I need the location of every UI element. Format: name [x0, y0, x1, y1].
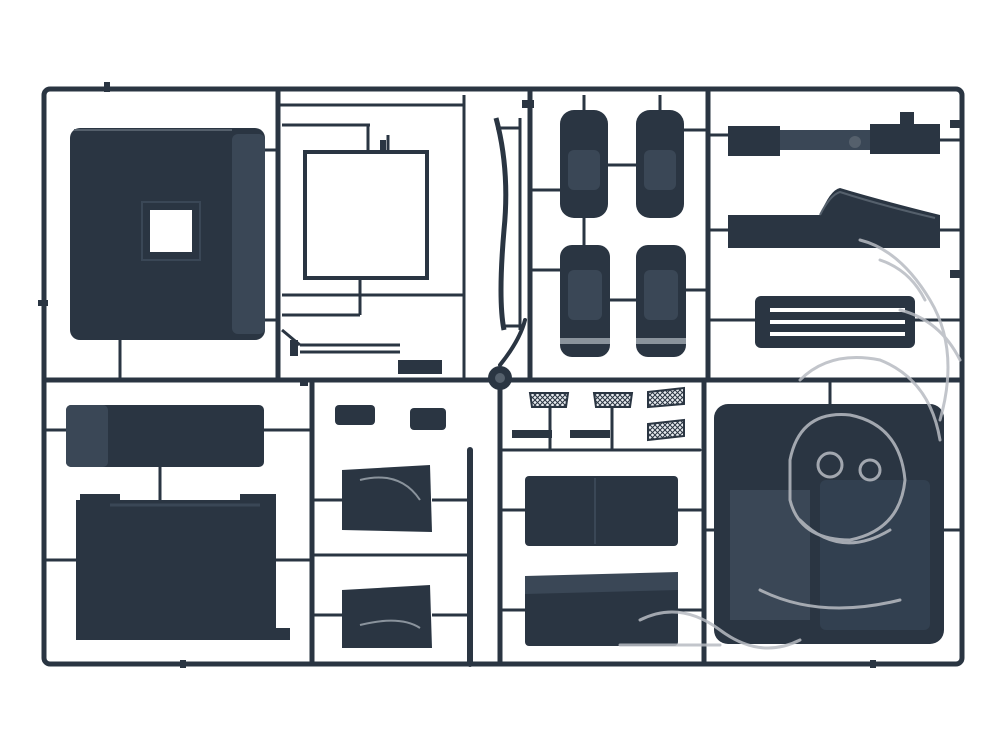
cab-floor-panel — [714, 404, 944, 644]
seat-parts — [560, 110, 686, 357]
seat-bottom-left — [560, 245, 610, 357]
bunk-runners — [44, 428, 312, 562]
dashboard-parts — [728, 112, 940, 348]
seat-top-right — [636, 110, 684, 218]
seat-runners — [530, 95, 708, 302]
tube-frame-parts — [280, 95, 522, 380]
cab-back-panel — [70, 128, 265, 340]
mesh-grilles — [528, 386, 685, 442]
bunk-panels — [66, 405, 290, 640]
sprue-tabs — [38, 82, 960, 668]
seat-top-left — [560, 110, 608, 218]
door-runners — [312, 498, 470, 617]
small-gates-panel2 — [290, 140, 442, 374]
console-panels — [512, 430, 678, 646]
sprue-frame — [41, 86, 965, 667]
seat-bottom-right — [636, 245, 686, 357]
floor-runners — [704, 380, 962, 532]
console-runners — [500, 407, 704, 612]
cab-panel-gates — [118, 148, 280, 380]
watermark-logo — [618, 238, 962, 650]
door-inner-panels — [335, 405, 446, 648]
